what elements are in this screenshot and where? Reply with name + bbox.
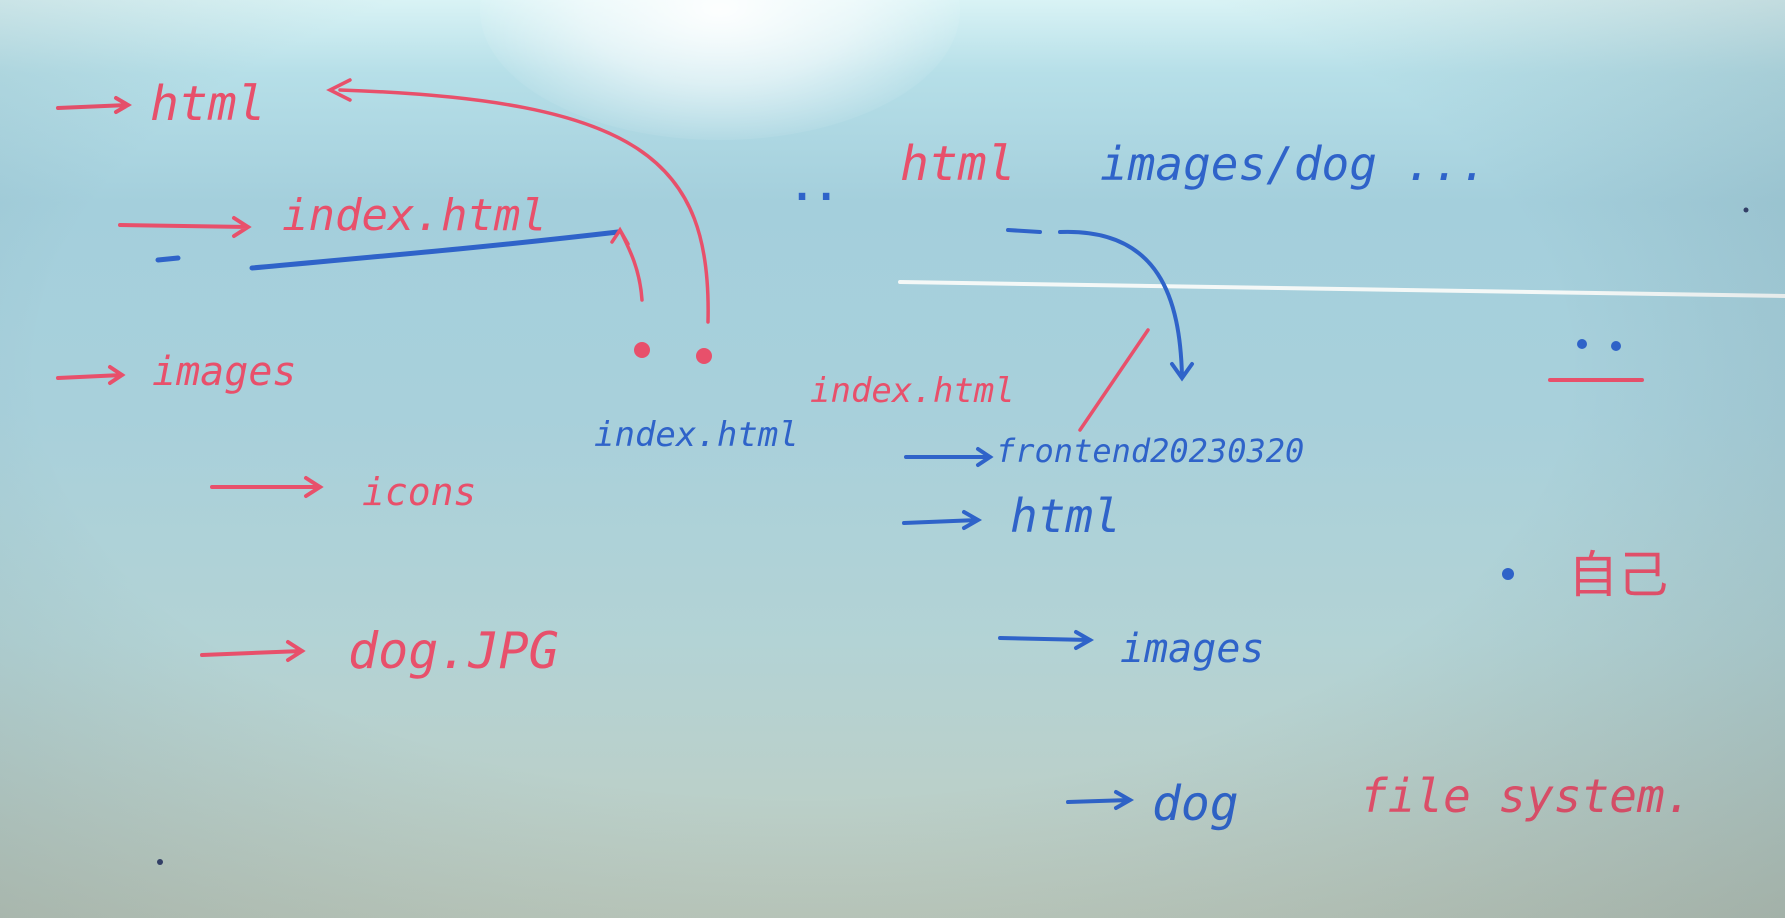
arrow-right-dog <box>1066 790 1135 810</box>
right-tree: frontend20230320 html images dog <box>902 432 1304 832</box>
middle-index-red: index.html <box>810 371 1015 411</box>
left-html-label: html <box>150 76 266 132</box>
arrow-right-html <box>902 510 983 530</box>
left-icons-label: icons <box>362 470 476 514</box>
left-images-label: images <box>152 349 297 395</box>
specks <box>157 207 1749 865</box>
arrow-html <box>56 96 132 114</box>
red-dots <box>634 342 712 364</box>
right-dog-label: dog <box>1152 776 1239 832</box>
left-index-label: index.html <box>282 190 547 241</box>
top-html-label: html <box>900 136 1016 192</box>
white-divider-line <box>898 280 1785 298</box>
red-curve-to-index <box>610 226 644 302</box>
file-system-label: file system. <box>1360 769 1692 823</box>
top-path: .. html images/dog ... <box>790 136 1488 210</box>
red-curve-to-html <box>326 78 710 324</box>
middle-index-blue: index.html <box>594 415 799 455</box>
chinese-label: 自己 <box>1568 546 1668 604</box>
far-right: 自己 file system. <box>1360 339 1692 823</box>
top-dots: .. <box>790 164 838 210</box>
left-dog-label: dog.JPG <box>348 622 559 680</box>
right-images-label: images <box>1120 626 1265 672</box>
blue-curve-to-root <box>1006 228 1194 382</box>
left-tree: html index.html images icons dog.JPG <box>56 76 559 680</box>
blue-underline <box>155 229 621 271</box>
arrow-root <box>904 447 994 467</box>
arrow-right-images <box>998 630 1095 650</box>
arrow-index <box>118 216 252 238</box>
arrow-images <box>56 365 126 385</box>
arrow-dog <box>200 640 306 662</box>
top-path-rest: images/dog ... <box>1100 137 1488 191</box>
right-html-label: html <box>1010 489 1121 543</box>
right-root-label: frontend20230320 <box>996 432 1304 470</box>
red-slash <box>1078 328 1150 432</box>
arrow-icons <box>210 476 324 498</box>
